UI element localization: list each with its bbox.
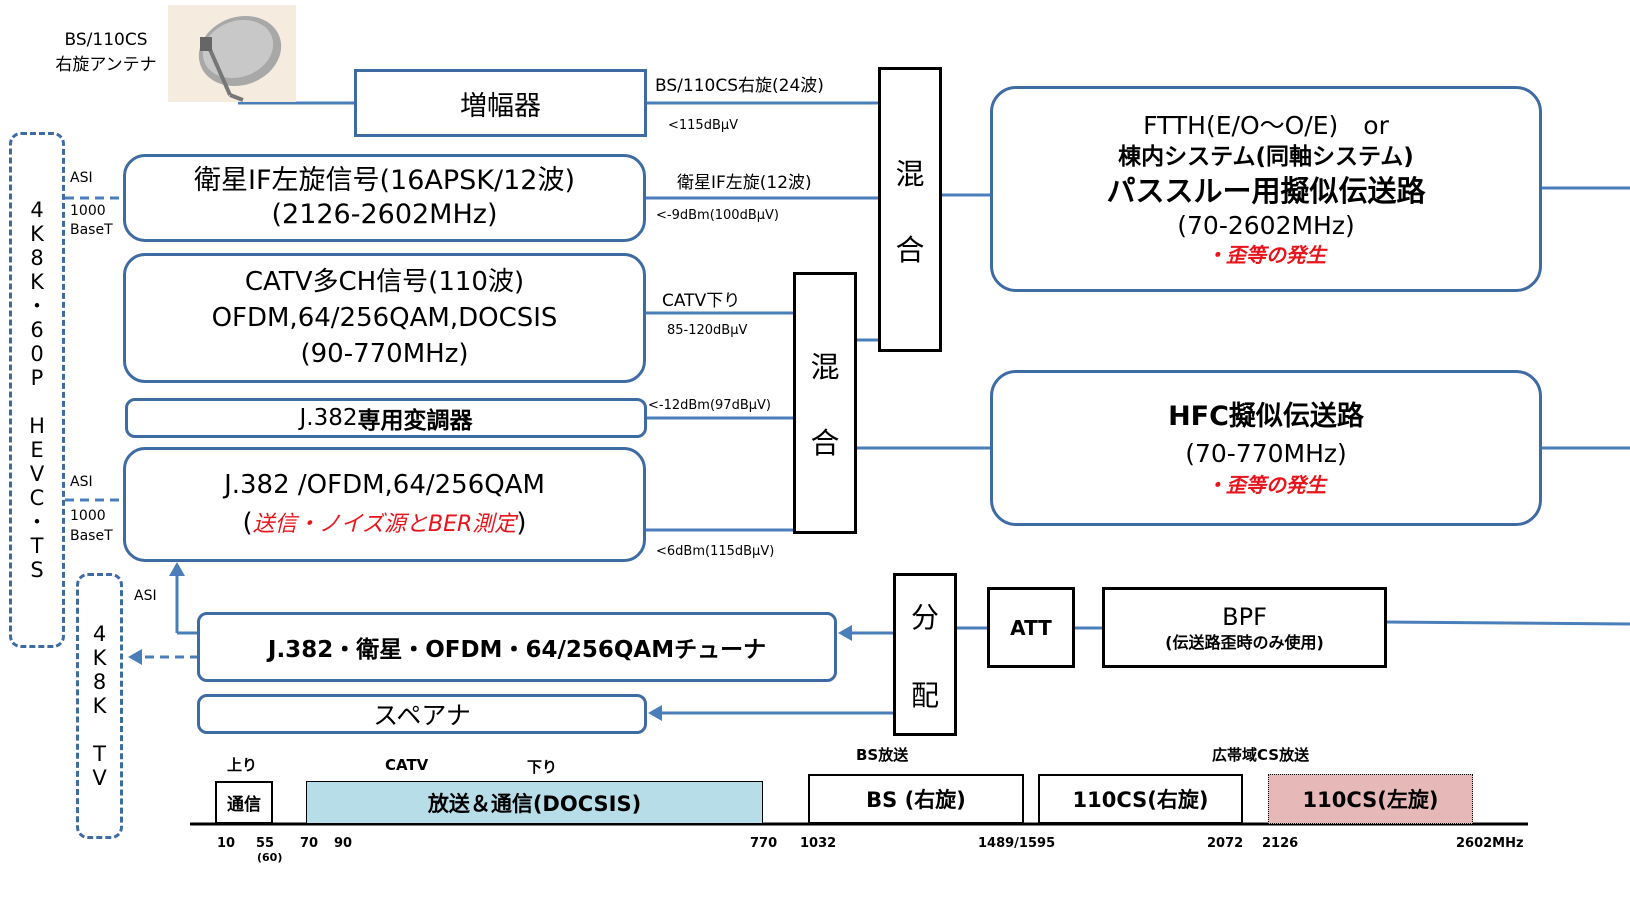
base-label-1a: 1000	[70, 203, 106, 219]
vertical-char: 8	[30, 246, 44, 270]
band-cs-right: 110CS(右旋)	[1038, 774, 1243, 824]
tick-label: 2072	[1207, 836, 1244, 851]
tick-label: 70	[300, 836, 319, 851]
vertical-char: 8	[92, 670, 107, 694]
catv-line-label: CATV下り	[662, 291, 741, 311]
tuner-box: J.382・衛星・OFDM・64/256QAMチューナ	[197, 612, 837, 682]
vertical-char	[92, 718, 106, 742]
mixer-middle: 混 合	[793, 272, 857, 534]
vertical-char: C	[29, 486, 45, 510]
vertical-char: ・	[26, 510, 48, 534]
catv-multichannel-signal-box: CATV多CH信号(110波) OFDM,64/256QAM,DOCSIS (9…	[123, 253, 646, 383]
spectrum-analyzer-box: スペアナ	[197, 694, 647, 734]
vertical-char: V	[92, 766, 107, 790]
tick-label: 1489/1595	[978, 836, 1056, 851]
band-bs: BS (右旋)	[808, 774, 1024, 824]
j382-level-label: <-12dBm(97dBμV)	[648, 398, 771, 413]
satellite-dish-graphic	[198, 15, 282, 102]
asi-label-2: ASI	[70, 474, 93, 490]
hfc-transmission-box: HFC擬似伝送路 (70-770MHz) ・歪等の発生	[990, 370, 1542, 526]
antenna-label: BS/110CS 右旋アンテナ	[55, 30, 157, 75]
satellite-if-signal-box: 衛星IF左旋信号(16APSK/12波) (2126-2602MHz)	[123, 154, 646, 242]
vertical-char: P	[30, 366, 44, 390]
band-header-cs: 広帯域CS放送	[1212, 746, 1310, 764]
ber-measurement-note: (送信・ノイズ源とBER測定)	[242, 507, 527, 538]
vertical-char: ・	[26, 294, 48, 318]
satif-line-label: 衛星IF左旋(12波)	[677, 173, 812, 193]
band-header-catv: CATV	[385, 756, 429, 774]
att-box: ATT	[987, 587, 1075, 668]
vertical-char: T	[30, 534, 44, 558]
vertical-char: K	[92, 646, 107, 670]
asi-label-3: ASI	[134, 588, 157, 604]
vertical-char: K	[30, 222, 44, 246]
vertical-char: T	[93, 742, 106, 766]
vertical-char: 6	[30, 318, 44, 342]
tick-label: 90	[334, 836, 353, 851]
tick-label: 770	[750, 836, 778, 851]
vertical-char: V	[29, 462, 45, 486]
tick-label: 10	[217, 836, 236, 851]
tick-label: 2602MHz	[1456, 836, 1524, 851]
tick-label: 2126	[1262, 836, 1299, 851]
catv-level-label: 85-120dBμV	[667, 323, 748, 338]
bs-level-label: <115dBμV	[668, 118, 739, 133]
band-header-up: 上り	[227, 756, 258, 774]
vertical-char: H	[29, 414, 45, 438]
ftth-transmission-box: FTTH(E/O〜O/E) or 棟内システム(同軸システム) パススルー用擬似…	[990, 86, 1542, 292]
vertical-char: 0	[30, 342, 44, 366]
tick-label: 55	[256, 836, 275, 851]
vertical-char: S	[30, 558, 44, 582]
satellite-dish-icon	[168, 5, 296, 102]
vertical-char: E	[30, 438, 44, 462]
band-catv: 放送＆通信(DOCSIS)	[306, 781, 763, 824]
asi-label-1: ASI	[70, 170, 93, 186]
band-cs-left: 110CS(左旋)	[1268, 774, 1473, 824]
bs-line-label: BS/110CS右旋(24波)	[655, 76, 824, 96]
mixer-top: 混 合	[878, 67, 942, 352]
tick-label: 1032	[800, 836, 837, 851]
vertical-char: 4	[30, 198, 44, 222]
band-comm: 通信	[215, 781, 273, 824]
base-label-2a: 1000	[70, 508, 106, 524]
ofdm-level-label: <6dBm(115dBμV)	[656, 544, 775, 559]
amplifier-box: 増幅器	[354, 69, 647, 137]
vertical-char: 4	[92, 622, 107, 646]
band-header-bs: BS放送	[856, 746, 909, 764]
bpf-box: BPF (伝送路歪時のみ使用)	[1102, 587, 1387, 668]
base-label-2b: BaseT	[70, 528, 113, 544]
satif-level-label: <-9dBm(100dBμV)	[656, 208, 779, 223]
vertical-char: K	[92, 694, 107, 718]
vertical-char	[27, 390, 48, 414]
vertical-char: K	[30, 270, 44, 294]
band-header-down: 下り	[527, 758, 558, 776]
j382-ofdm-box: J.382 /OFDM,64/256QAM (送信・ノイズ源とBER測定)	[123, 447, 646, 562]
tick-label: (60)	[257, 851, 283, 864]
splitter-box: 分 配	[893, 573, 957, 736]
base-label-1b: BaseT	[70, 222, 113, 238]
